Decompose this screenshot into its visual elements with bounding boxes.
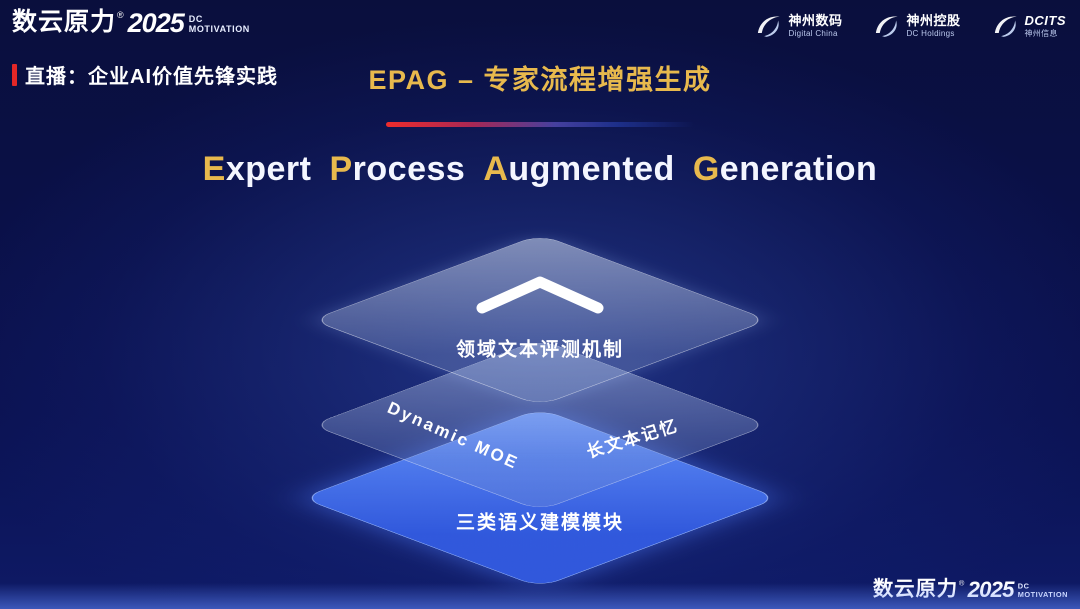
brand-logo-bottom: 数云原力 ® 2025 DC MOTIVATION bbox=[872, 577, 1068, 602]
partner-name: 神州数码 bbox=[788, 12, 843, 28]
en-word-rest: rocess bbox=[352, 150, 466, 188]
en-word-rest: ugmented bbox=[508, 150, 675, 188]
partner-name: 神州控股 bbox=[906, 12, 961, 28]
partner-subtitle: 神州信息 bbox=[1024, 28, 1058, 38]
layer-middle-plate bbox=[310, 339, 770, 511]
en-word: Augmented bbox=[483, 150, 675, 188]
partner-subtitle: DC Holdings bbox=[906, 28, 955, 38]
brand-dc-line: DC bbox=[1017, 582, 1030, 591]
en-word-rest: eneration bbox=[719, 150, 878, 188]
partner-subtitle: Digital China bbox=[788, 28, 838, 38]
live-label: 直播：企业AI价值先锋实践 bbox=[25, 66, 278, 88]
en-word: Process bbox=[329, 150, 465, 188]
en-word: Expert bbox=[203, 150, 312, 188]
label-top-layer: 领域文本评测机制 bbox=[455, 339, 625, 361]
partner-digital-china: 神州数码 Digital China bbox=[754, 12, 842, 40]
label-dynamic-moe: Dynamic MOE bbox=[384, 398, 522, 474]
partner-dcits: DCITS 神州信息 bbox=[991, 12, 1067, 40]
brand-year: 2025 bbox=[967, 577, 1015, 602]
dcits-logo-icon bbox=[991, 12, 1019, 40]
en-word-initial: A bbox=[483, 150, 509, 188]
registered-mark: ® bbox=[117, 10, 124, 20]
en-word-rest: xpert bbox=[225, 150, 312, 188]
brand-logo-top: 数云原力 ® 2025 DC MOTIVATION bbox=[12, 10, 250, 37]
en-word-initial: P bbox=[329, 150, 353, 188]
title-divider-gradient bbox=[386, 122, 694, 127]
brand-motivation-line: MOTIVATION bbox=[1017, 590, 1068, 599]
brand-dc-motivation: DC MOTIVATION bbox=[189, 14, 250, 35]
red-accent-bar bbox=[12, 63, 17, 86]
layer-bottom-plate bbox=[300, 408, 780, 588]
dc-holdings-logo-icon bbox=[872, 12, 900, 40]
partner-dc-holdings: 神州控股 DC Holdings bbox=[872, 12, 960, 40]
brand-name: 数云原力 bbox=[872, 577, 959, 601]
chevron-up-icon bbox=[476, 276, 604, 314]
live-badge: 直播：企业AI价值先锋实践 bbox=[12, 60, 278, 89]
brand-motivation-line: MOTIVATION bbox=[188, 24, 250, 35]
partner-logos: 神州数码 Digital China 神州控股 DC Holdings DCIT… bbox=[754, 12, 1066, 40]
en-word-initial: G bbox=[692, 150, 720, 188]
digital-china-logo-icon bbox=[754, 12, 782, 40]
en-word-initial: E bbox=[202, 150, 226, 188]
slide-title-en: Expert Process Augmented Generation bbox=[0, 150, 1080, 189]
label-long-text-memory: 长文本记忆 bbox=[584, 415, 681, 462]
brand-year: 2025 bbox=[127, 8, 185, 38]
label-bottom-layer: 三类语义建模模块 bbox=[455, 512, 625, 534]
brand-dc-motivation: DC MOTIVATION bbox=[1018, 582, 1068, 599]
brand-dc-line: DC bbox=[188, 14, 203, 24]
registered-mark: ® bbox=[959, 578, 965, 588]
partner-text: 神州数码 Digital China bbox=[788, 12, 843, 38]
en-word: Generation bbox=[693, 150, 878, 188]
layer-top-plate bbox=[310, 234, 770, 406]
slide-title-cn: EPAG – 专家流程增强生成 bbox=[368, 65, 712, 95]
partner-name: DCITS bbox=[1024, 12, 1066, 28]
partner-text: DCITS 神州信息 bbox=[1024, 12, 1067, 38]
partner-text: 神州控股 DC Holdings bbox=[906, 12, 961, 38]
brand-name: 数云原力 bbox=[12, 8, 117, 36]
